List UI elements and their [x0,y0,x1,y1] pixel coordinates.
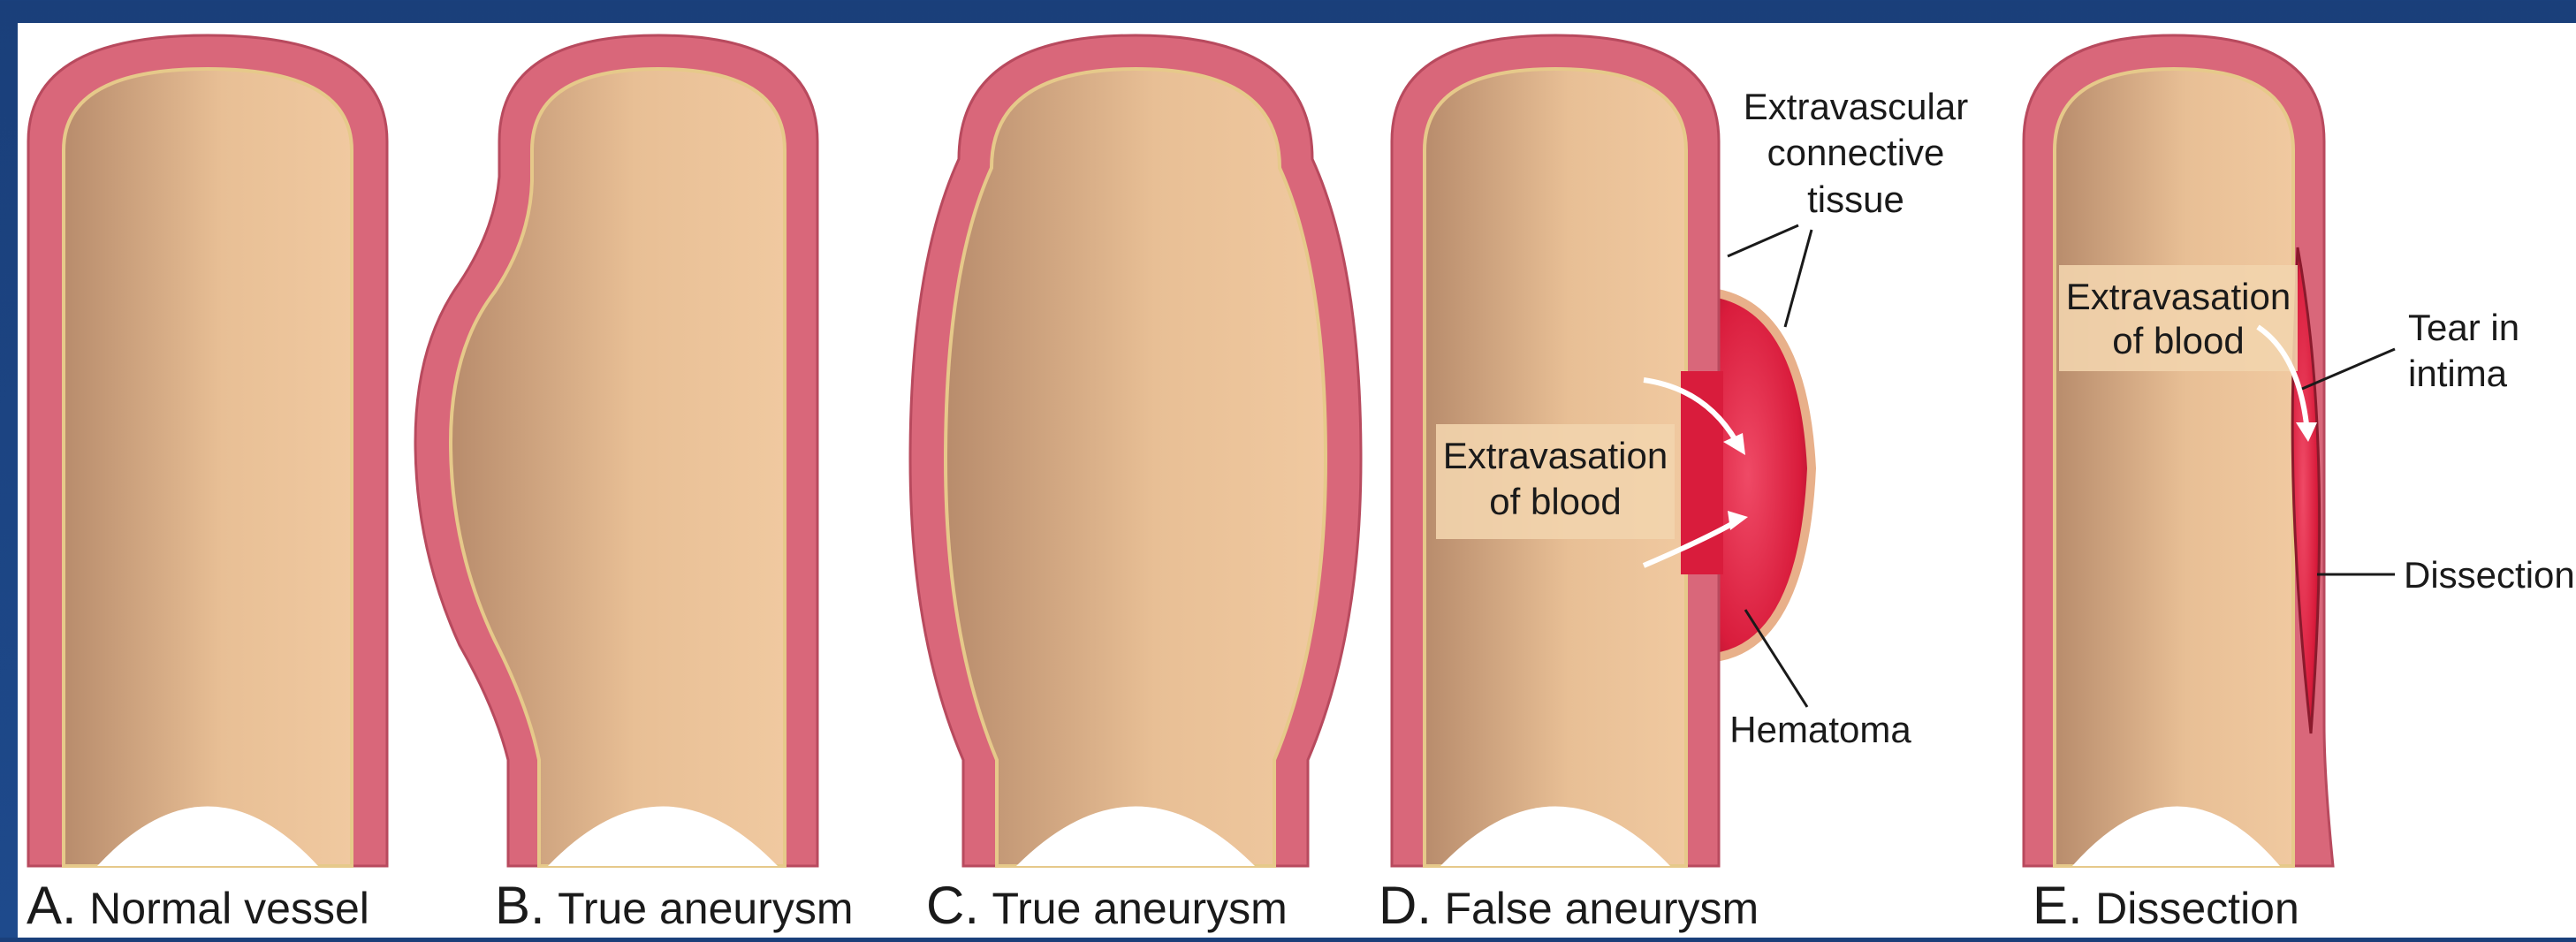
caption-text: True aneurysm [992,884,1287,933]
label-connective-3: tissue [1807,179,1904,220]
caption-text: Dissection [2095,884,2299,933]
caption-text: False aneurysm [1444,884,1759,933]
leader-line [1745,610,1807,707]
leader-line [1728,225,1798,256]
vessel-e [2024,35,2395,866]
caption-text: Normal vessel [89,884,369,933]
figure-panel: Extravascular connective tissue Extravas… [18,23,2576,938]
label-hematoma: Hematoma [1729,709,1911,750]
label-d-extravasation-1: Extravasation [1443,435,1668,476]
caption-letter: E. [2033,876,2083,935]
caption-letter: C. [926,876,979,935]
vessel-lumen [946,69,1326,866]
label-dissection: Dissection [2404,554,2575,596]
label-connective-2: connective [1767,132,1945,173]
caption-letter: B. [495,876,545,935]
vessel-diagram: Extravascular connective tissue Extravas… [18,23,2576,938]
label-d-extravasation-2: of blood [1489,481,1621,522]
vessel-c [910,35,1361,866]
leader-line [1785,230,1812,327]
caption-d: D. False aneurysm [1379,876,1759,935]
caption-b: B. True aneurysm [495,876,854,935]
vessel-lumen [2055,69,2293,866]
vessel-lumen [64,69,352,866]
caption-e: E. Dissection [2033,876,2299,935]
label-e-extravasation-2: of blood [2112,320,2244,361]
label-e-extravasation-1: Extravasation [2066,276,2291,317]
vessel-b [415,35,817,866]
label-tear-2: intima [2408,353,2508,394]
caption-a: A. Normal vessel [27,876,369,935]
vessel-a [28,35,387,866]
label-tear-1: Tear in [2408,307,2519,348]
caption-text: True aneurysm [558,884,853,933]
caption-c: C. True aneurysm [926,876,1288,935]
caption-letter: D. [1379,876,1432,935]
caption-letter: A. [27,876,77,935]
captions: A. Normal vessel B. True aneurysm C. Tru… [27,876,2299,935]
label-connective-1: Extravascular [1744,86,1968,127]
